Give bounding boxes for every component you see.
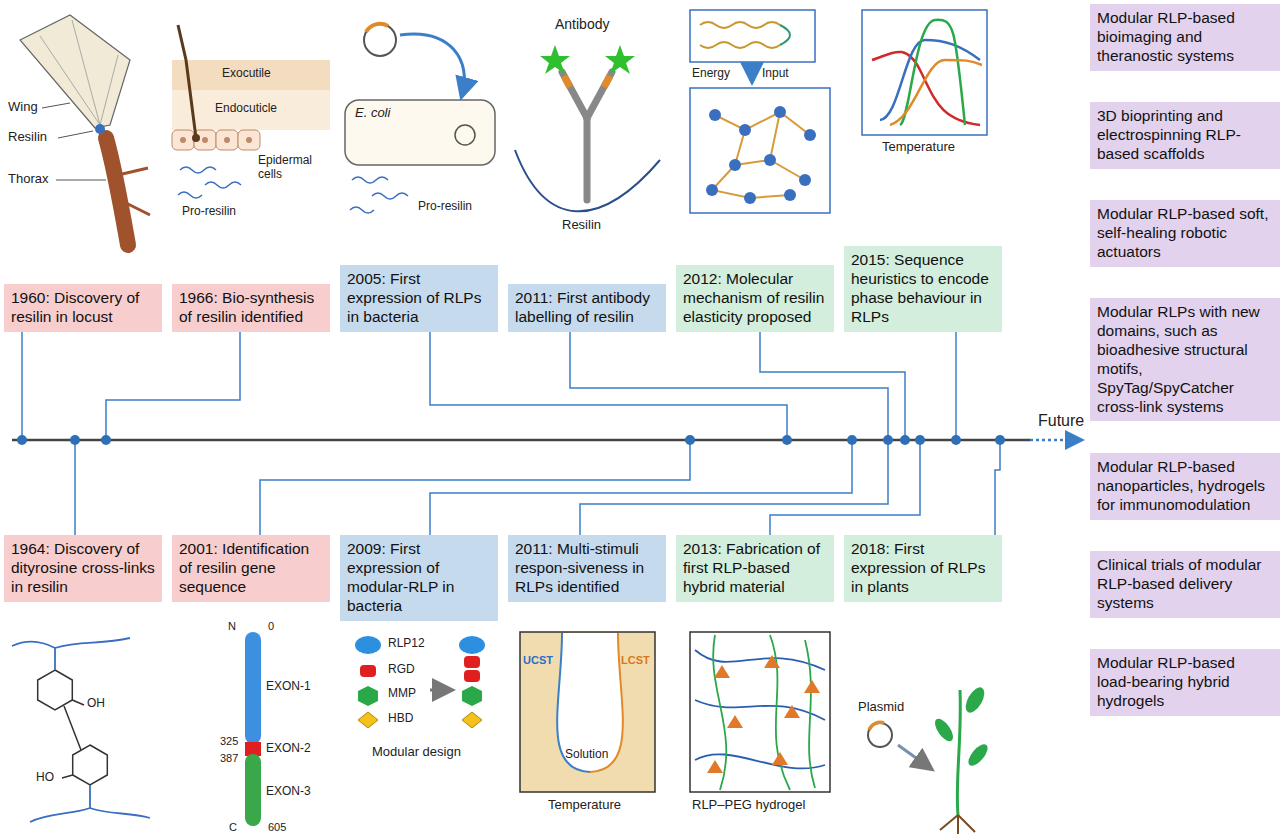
timeline-box: 2011: First antibody labelling of resili… [508, 284, 666, 332]
box-text: 2001: Identification of resilin gene seq… [179, 540, 323, 597]
figure-label: E. coli [355, 106, 390, 121]
figure-label: OH [87, 697, 105, 711]
future-box: Modular RLPs with new domains, such as b… [1090, 298, 1280, 421]
box-text: 2009: First expression of modular-RLP in… [347, 540, 491, 616]
figure-label: EXON-1 [266, 680, 311, 694]
future-box: 3D bioprinting and electrospinning RLP-b… [1090, 102, 1280, 169]
box-text: 2015: Sequence heuristics to encode phas… [851, 251, 995, 327]
figure-label: RLP–PEG hydrogel [692, 798, 805, 813]
timeline-box: 2015: Sequence heuristics to encode phas… [844, 246, 1002, 332]
figure-label: Wing [8, 100, 38, 115]
figure-label: Input [762, 67, 789, 81]
figure-label: Epidermal cells [258, 154, 328, 182]
figure-label: RLP12 [388, 637, 425, 651]
figure-label: Modular design [372, 745, 461, 760]
future-box: Modular RLP-based load-bearing hybrid hy… [1090, 649, 1280, 716]
figure-label: C [229, 821, 237, 834]
figure-label: Pro-resilin [418, 200, 472, 214]
figure-label: Resilin [8, 130, 47, 145]
box-text: Modular RLP-based bioimaging and therano… [1097, 9, 1273, 66]
box-text: Clinical trials of modular RLP-based del… [1097, 556, 1273, 613]
figure-label: EXON-2 [266, 742, 311, 756]
box-text: 2011: First antibody labelling of resili… [515, 289, 659, 327]
figure-label: Thorax [8, 172, 48, 187]
timeline-box: 2012: Molecular mechanism of resilin ela… [676, 265, 834, 332]
future-box: Modular RLP-based soft, self-healing rob… [1090, 200, 1280, 267]
box-text: 1960: Discovery of resilin in locust [11, 289, 155, 327]
box-text: 2005: First expression of RLPs in bacter… [347, 270, 491, 327]
future-box: Modular RLP-based nanoparticles, hydroge… [1090, 453, 1280, 520]
timeline-box: 1966: Bio-synthesis of resilin identifie… [172, 284, 330, 332]
timeline-box: 2009: First expression of modular-RLP in… [340, 535, 498, 621]
timeline-box: 1960: Discovery of resilin in locust [4, 284, 162, 332]
figure-label: RGD [388, 663, 415, 677]
figure-label: Pro-resilin [182, 205, 236, 219]
future-box: Clinical trials of modular RLP-based del… [1090, 551, 1280, 618]
figure-label: Plasmid [858, 700, 904, 715]
timeline-box: 1964: Discovery of dityrosine cross-link… [4, 535, 162, 602]
timeline-box: 2011: Multi-stimuli respon-siveness in R… [508, 535, 666, 602]
box-text: Modular RLPs with new domains, such as b… [1097, 303, 1273, 416]
box-text: Modular RLP-based soft, self-healing rob… [1097, 205, 1273, 262]
figure-label: MMP [388, 687, 416, 701]
figure-label: 605 [268, 821, 286, 834]
figure-label: LCST [621, 654, 650, 667]
figure-label: Antibody [555, 16, 609, 32]
box-text: Modular RLP-based load-bearing hybrid hy… [1097, 654, 1273, 711]
box-text: 2011: Multi-stimuli respon-siveness in R… [515, 540, 659, 597]
figure-label: N [228, 620, 236, 633]
box-text: 2012: Molecular mechanism of resilin ela… [683, 270, 827, 327]
box-text: 1964: Discovery of dityrosine cross-link… [11, 540, 155, 597]
box-text: Modular RLP-based nanoparticles, hydroge… [1097, 458, 1273, 515]
timeline-box: 2013: Fabrication of first RLP-based hyb… [676, 535, 834, 602]
figure-label: EXON-3 [266, 785, 311, 799]
timeline-box: 2018: First expression of RLPs in plants [844, 535, 1002, 602]
figure-label: Temperature [882, 140, 955, 155]
figure-label: HO [36, 771, 54, 785]
figure-label: 387 [220, 752, 238, 765]
box-text: 2018: First expression of RLPs in plants [851, 540, 995, 597]
figure-label: Energy [692, 67, 730, 81]
figure-label: Endocuticle [215, 102, 277, 116]
figure-label: 0 [268, 620, 274, 633]
box-text: 3D bioprinting and electrospinning RLP-b… [1097, 107, 1273, 164]
box-text: 1966: Bio-synthesis of resilin identifie… [179, 289, 323, 327]
box-text: 2013: Fabrication of first RLP-based hyb… [683, 540, 827, 597]
figure-label: HBD [388, 712, 413, 726]
figure-label: UCST [523, 654, 553, 667]
figure-label: Temperature [548, 798, 621, 813]
figure-label: Resilin [562, 218, 601, 233]
figure-label: Exocutile [222, 67, 271, 81]
figure-label: 325 [220, 735, 238, 748]
figure-label: Solution [565, 748, 608, 762]
timeline-box: 2001: Identification of resilin gene seq… [172, 535, 330, 602]
timeline-box: 2005: First expression of RLPs in bacter… [340, 265, 498, 332]
figure-label: Future [1038, 412, 1084, 430]
future-box: Modular RLP-based bioimaging and therano… [1090, 4, 1280, 71]
